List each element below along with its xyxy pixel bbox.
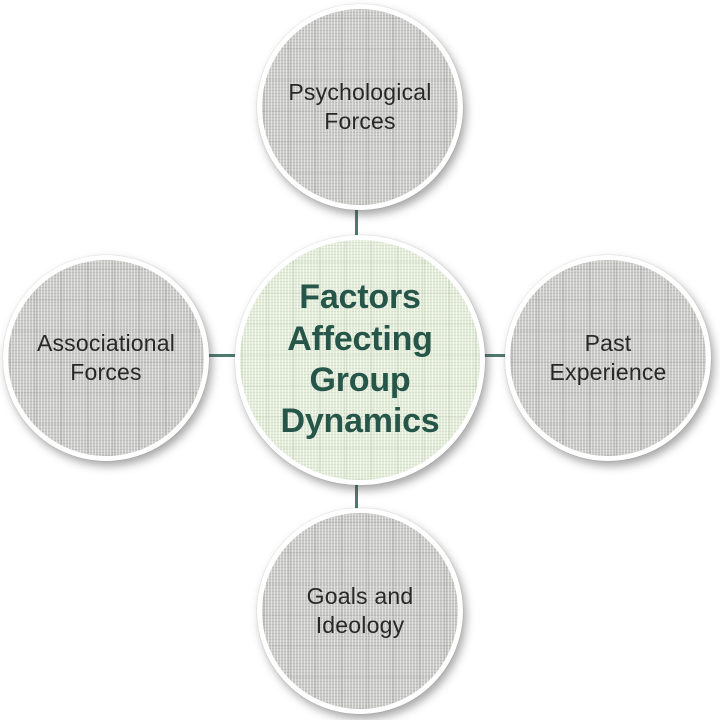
node-label: Associational Forces <box>36 330 176 385</box>
node-label: Goals and Ideology <box>306 583 414 638</box>
node-goals-and-ideology: Goals and Ideology <box>257 508 463 714</box>
node-past-experience: Past Experience <box>505 255 711 461</box>
node-center-factors-affecting-group-dynamics: Factors Affecting Group Dynamics <box>235 235 485 485</box>
node-label: Psychological Forces <box>288 79 432 134</box>
diagram-title: Factors Affecting Group Dynamics <box>280 278 440 441</box>
node-label: Past Experience <box>549 330 667 385</box>
node-associational-forces: Associational Forces <box>3 255 209 461</box>
node-psychological-forces: Psychological Forces <box>257 4 463 210</box>
